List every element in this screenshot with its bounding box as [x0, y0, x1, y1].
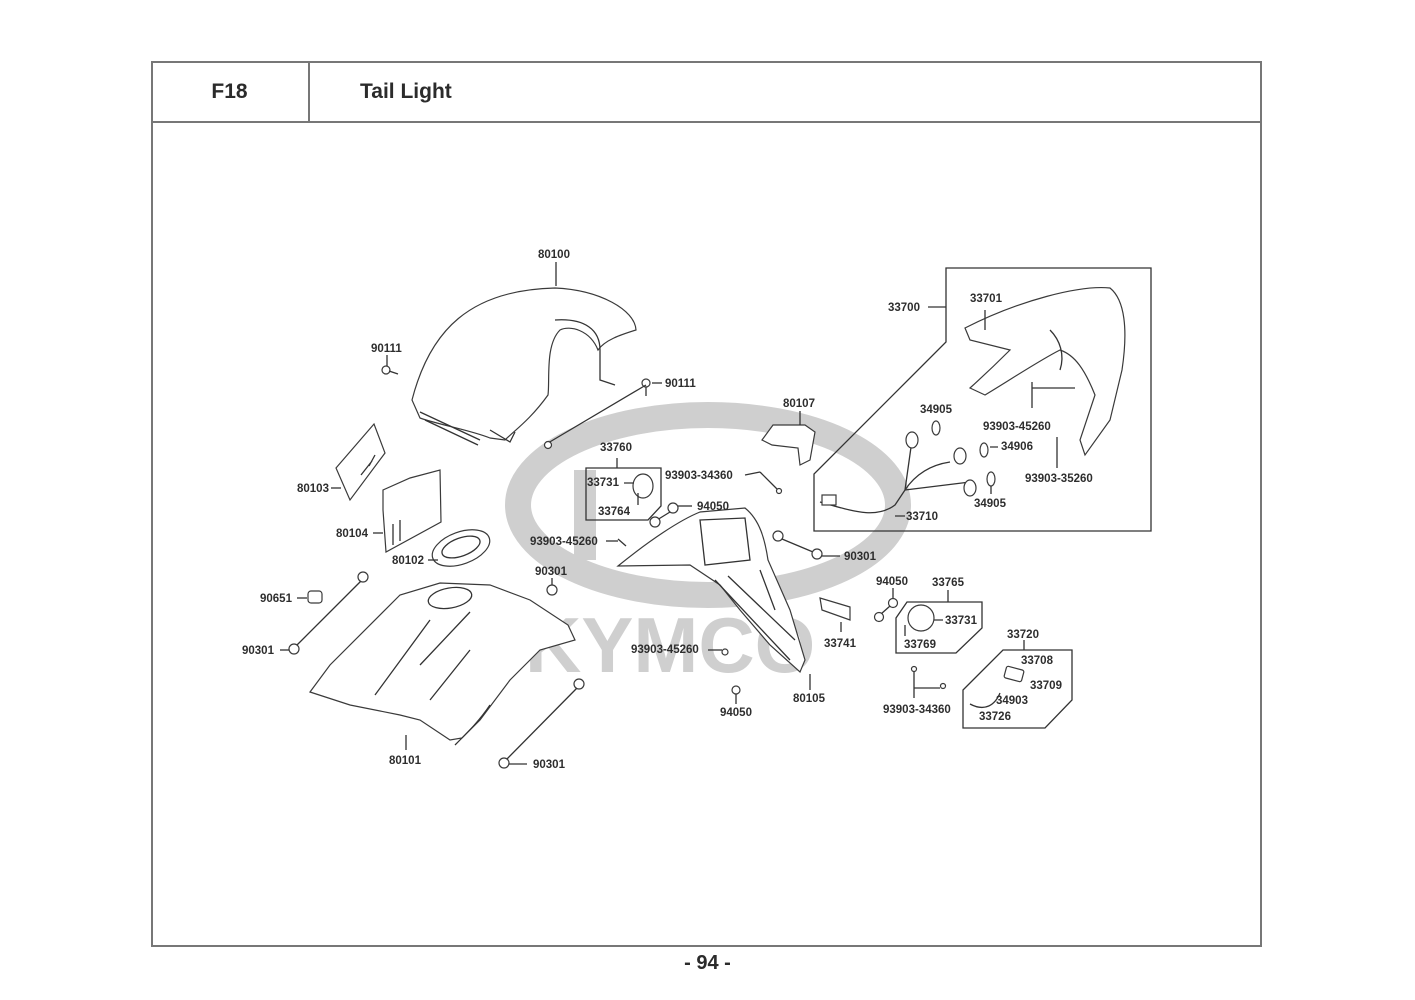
label-90111-right: 90111	[665, 378, 696, 390]
tail-light-assy-33700	[813, 267, 1152, 532]
screw-93903-45260-low	[708, 648, 729, 656]
license-light-assy-33760	[585, 458, 662, 521]
label-33709: 33709	[1030, 680, 1062, 692]
bulb-34906	[979, 442, 989, 458]
label-33731-b: 33731	[945, 615, 978, 627]
clip-90651	[307, 590, 323, 604]
license-bracket-80105	[616, 507, 806, 674]
label-33710: 33710	[906, 511, 938, 523]
label-94050-bottom: 94050	[720, 707, 752, 719]
label-33769: 33769	[904, 639, 936, 651]
bracket-80107	[761, 411, 816, 466]
nut-94050-bottom	[731, 685, 741, 704]
screw-93903-34360-top	[744, 471, 783, 495]
label-33765: 33765	[932, 577, 965, 589]
rear-fender-80100	[411, 287, 637, 446]
label-90301-left: 90301	[242, 645, 275, 657]
page-title: Tail Light	[360, 79, 452, 103]
screw-90111-right	[543, 378, 651, 450]
grommet-90301-left	[288, 571, 369, 655]
label-94050-right: 94050	[876, 576, 908, 588]
cover-80102	[431, 529, 491, 567]
label-33708: 33708	[1021, 655, 1054, 667]
label-80104: 80104	[336, 528, 369, 540]
label-34905-bottom: 34905	[974, 498, 1007, 510]
label-90301-right: 90301	[844, 551, 877, 563]
header-divider	[151, 121, 1262, 123]
plate-80104	[382, 469, 442, 553]
label-90301-mid: 90301	[535, 566, 568, 578]
plate-33741	[819, 597, 851, 632]
label-93903-34360-bottom: 93903-34360	[883, 704, 951, 716]
label-80103: 80103	[297, 483, 329, 495]
nut-94050-right	[873, 588, 899, 623]
license-light-assy-33765	[895, 590, 983, 654]
bulb-34905-top	[931, 420, 941, 436]
part-labels: 80100 90111 90111 80103 80104 80102 9065…	[242, 249, 1093, 771]
screw-90111-left	[381, 365, 399, 375]
header-cell-divider	[308, 61, 310, 122]
undertray-80101	[309, 582, 576, 746]
label-34903: 34903	[996, 695, 1028, 707]
bulb-34905-bottom	[986, 471, 996, 487]
label-80101: 80101	[389, 755, 422, 767]
grommet-90301-right	[772, 530, 823, 560]
label-33701: 33701	[970, 293, 1003, 305]
diagram-frame	[151, 61, 1262, 947]
label-90651: 90651	[260, 593, 293, 605]
label-93903-45260-box: 93903-45260	[983, 421, 1051, 433]
section-code: F18	[211, 79, 248, 103]
screw-93903-45260-left	[606, 538, 627, 547]
label-90301-bottom: 90301	[533, 759, 566, 771]
label-33726: 33726	[979, 711, 1011, 723]
license-light-assy-33720	[962, 640, 1073, 729]
plate-80103	[335, 422, 386, 502]
label-33764: 33764	[598, 506, 631, 518]
label-33700: 33700	[888, 302, 920, 314]
label-33720: 33720	[1007, 629, 1039, 641]
screw-93903-34360-bottom	[910, 665, 947, 698]
label-93903-45260-left: 93903-45260	[530, 536, 598, 548]
nut-94050-top	[649, 502, 692, 528]
label-93903-45260-low: 93903-45260	[631, 644, 699, 656]
grommet-90301-mid	[546, 584, 558, 596]
label-33731-a: 33731	[587, 477, 620, 489]
label-94050-top: 94050	[697, 501, 729, 513]
label-90111-left: 90111	[371, 343, 402, 355]
label-80102: 80102	[392, 555, 424, 567]
label-80107: 80107	[783, 398, 815, 410]
grommet-90301-bottom	[498, 678, 585, 769]
label-33741: 33741	[824, 638, 857, 650]
label-34906: 34906	[1001, 441, 1033, 453]
label-33760: 33760	[600, 442, 632, 454]
label-34905-top: 34905	[920, 404, 953, 416]
label-80100: 80100	[538, 249, 570, 261]
label-93903-34360-top: 93903-34360	[665, 470, 733, 482]
label-93903-35260: 93903-35260	[1025, 473, 1093, 485]
page-number: - 94 -	[684, 952, 731, 974]
label-80105: 80105	[793, 693, 826, 705]
